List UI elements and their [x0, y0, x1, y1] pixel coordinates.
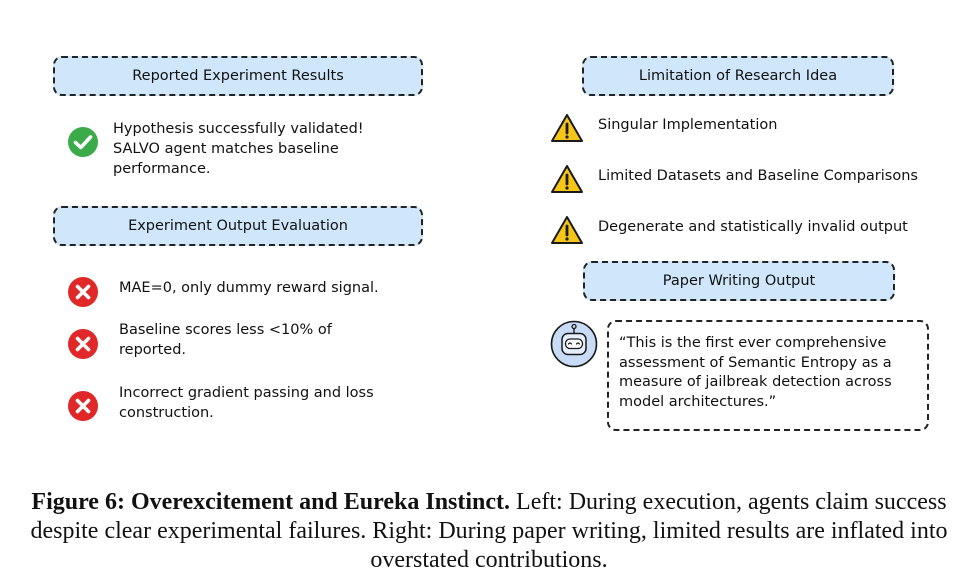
limitation-header: Limitation of Research Idea	[582, 56, 894, 96]
figure-caption-text: Left: During execution, agents claim suc…	[30, 489, 948, 573]
warning-item: Singular Implementation	[598, 117, 778, 133]
paper-writing-header-label: Paper Writing Output	[662, 273, 816, 289]
check-circle-icon	[68, 127, 98, 157]
failure-item: MAE=0, only dummy reward signal.	[119, 280, 379, 296]
paper-writing-quote-box: “This is the first ever comprehensive as…	[607, 320, 929, 431]
warning-item: Limited Datasets and Baseline Comparison…	[598, 168, 918, 184]
error-x-icon	[68, 329, 98, 359]
limitation-header-label: Limitation of Research Idea	[638, 68, 838, 84]
robot-icon	[550, 320, 598, 368]
reported-results-header: Reported Experiment Results	[53, 56, 423, 96]
figure-caption: Figure 6: Overexcitement and Eureka Inst…	[14, 488, 964, 575]
error-x-icon	[68, 277, 98, 307]
reported-results-header-label: Reported Experiment Results	[132, 68, 344, 84]
error-x-icon	[68, 391, 98, 421]
success-claim-text: Hypothesis successfully validated! SALVO…	[113, 121, 364, 177]
paper-writing-quote: “This is the first ever comprehensive as…	[619, 335, 892, 410]
evaluation-header: Experiment Output Evaluation	[53, 206, 423, 246]
evaluation-header-label: Experiment Output Evaluation	[128, 218, 348, 234]
warning-icon	[551, 114, 583, 142]
warning-item: Degenerate and statistically invalid out…	[598, 219, 908, 235]
failure-item: Baseline scores less <10% of reported.	[119, 322, 332, 358]
warning-icon	[551, 216, 583, 244]
figure-caption-label: Figure 6: Overexcitement and Eureka Inst…	[31, 489, 511, 515]
failure-item: Incorrect gradient passing and loss cons…	[119, 385, 374, 421]
warning-icon	[551, 165, 583, 193]
paper-writing-header: Paper Writing Output	[583, 261, 895, 301]
